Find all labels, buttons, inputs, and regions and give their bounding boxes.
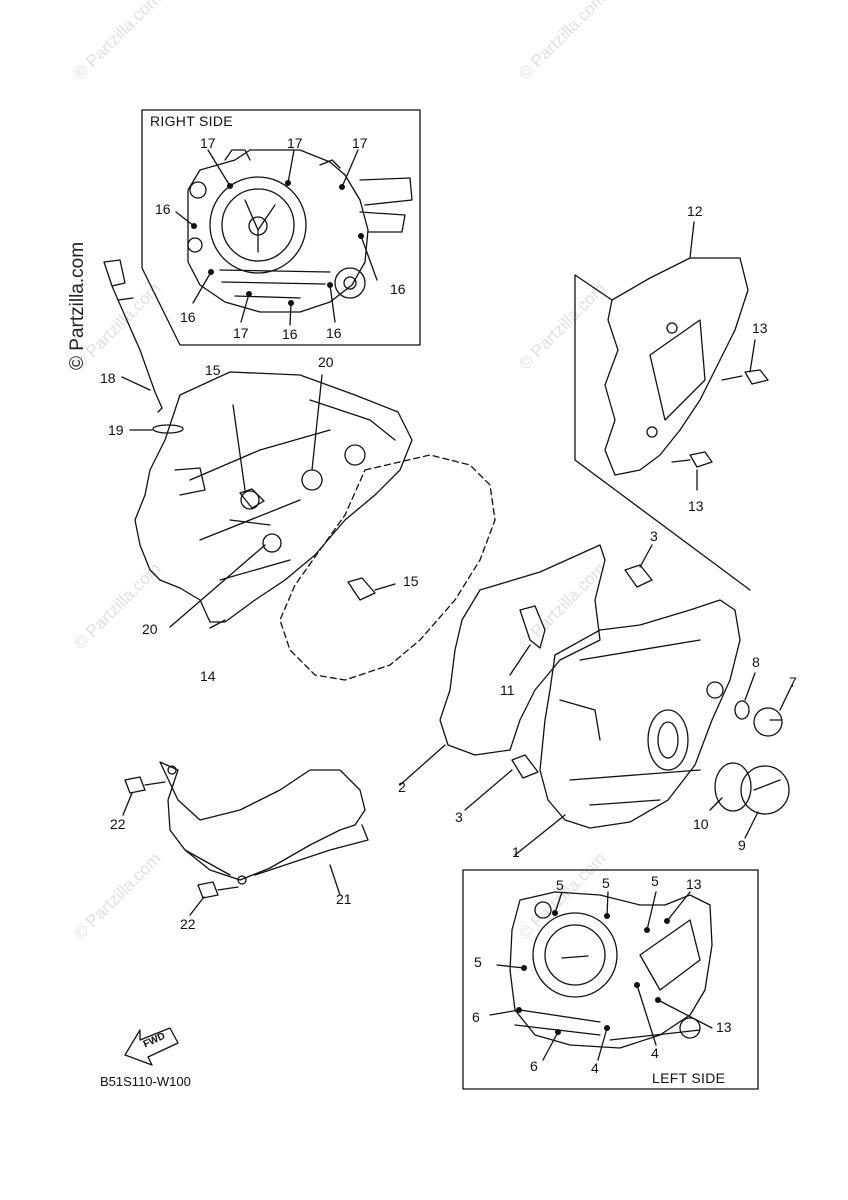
sprocket-cover-12 bbox=[604, 257, 749, 476]
callout-2: 2 bbox=[398, 779, 406, 795]
right-engine-outline bbox=[187, 149, 369, 313]
callout-20: 20 bbox=[142, 621, 158, 637]
callout-17: 17 bbox=[200, 135, 216, 151]
callout-6: 6 bbox=[472, 1009, 480, 1025]
callout-5: 5 bbox=[651, 873, 659, 889]
callout-4: 4 bbox=[591, 1060, 599, 1076]
callout-19: 19 bbox=[108, 422, 124, 438]
callout-1: 1 bbox=[512, 844, 520, 860]
callout-15: 15 bbox=[403, 573, 419, 589]
callout-15: 15 bbox=[205, 362, 221, 378]
fwd-arrow bbox=[124, 1027, 179, 1066]
callout-13: 13 bbox=[686, 876, 702, 892]
callout-13: 13 bbox=[716, 1019, 732, 1035]
left-side-title: LEFT SIDE bbox=[652, 1070, 726, 1086]
callout-16: 16 bbox=[155, 201, 171, 217]
callout-16: 16 bbox=[390, 281, 406, 297]
callout-9: 9 bbox=[738, 837, 746, 853]
callout-17: 17 bbox=[233, 325, 249, 341]
callout-3: 3 bbox=[455, 809, 463, 825]
callout-13: 13 bbox=[688, 498, 704, 514]
right-side-title: RIGHT SIDE bbox=[150, 113, 233, 129]
callout-10: 10 bbox=[693, 816, 709, 832]
dipstick bbox=[103, 259, 163, 413]
callout-8: 8 bbox=[752, 654, 760, 670]
right-side-panel-frame bbox=[141, 109, 421, 346]
callout-16: 16 bbox=[180, 309, 196, 325]
callout-4: 4 bbox=[651, 1045, 659, 1061]
callout-5: 5 bbox=[474, 954, 482, 970]
callout-17: 17 bbox=[287, 135, 303, 151]
callout-20: 20 bbox=[318, 354, 334, 370]
callout-13: 13 bbox=[752, 320, 768, 336]
gasket-dashed bbox=[279, 454, 496, 681]
callout-11: 11 bbox=[500, 682, 515, 698]
vertical-watermark: © Partzilla.com bbox=[67, 241, 88, 370]
callout-6: 6 bbox=[530, 1058, 538, 1074]
bracket-21 bbox=[159, 761, 366, 881]
callout-14: 14 bbox=[200, 668, 216, 684]
crankcase-cover bbox=[134, 371, 413, 623]
diagram-code: B51S110-W100 bbox=[100, 1074, 191, 1089]
crankcase-cover-1 bbox=[539, 599, 741, 829]
gasket-2 bbox=[439, 544, 606, 756]
left-side-panel-frame bbox=[462, 869, 759, 1090]
callout-17: 17 bbox=[352, 135, 368, 151]
callout-18: 18 bbox=[100, 370, 116, 386]
callout-16: 16 bbox=[326, 325, 342, 341]
callout-7: 7 bbox=[789, 674, 797, 690]
callout-22: 22 bbox=[110, 816, 126, 832]
callout-3: 3 bbox=[650, 528, 658, 544]
callout-5: 5 bbox=[602, 875, 610, 891]
callout-12: 12 bbox=[687, 203, 703, 219]
callout-16: 16 bbox=[282, 326, 298, 342]
callout-21: 21 bbox=[336, 891, 352, 907]
callout-5: 5 bbox=[556, 877, 564, 893]
callout-22: 22 bbox=[180, 916, 196, 932]
